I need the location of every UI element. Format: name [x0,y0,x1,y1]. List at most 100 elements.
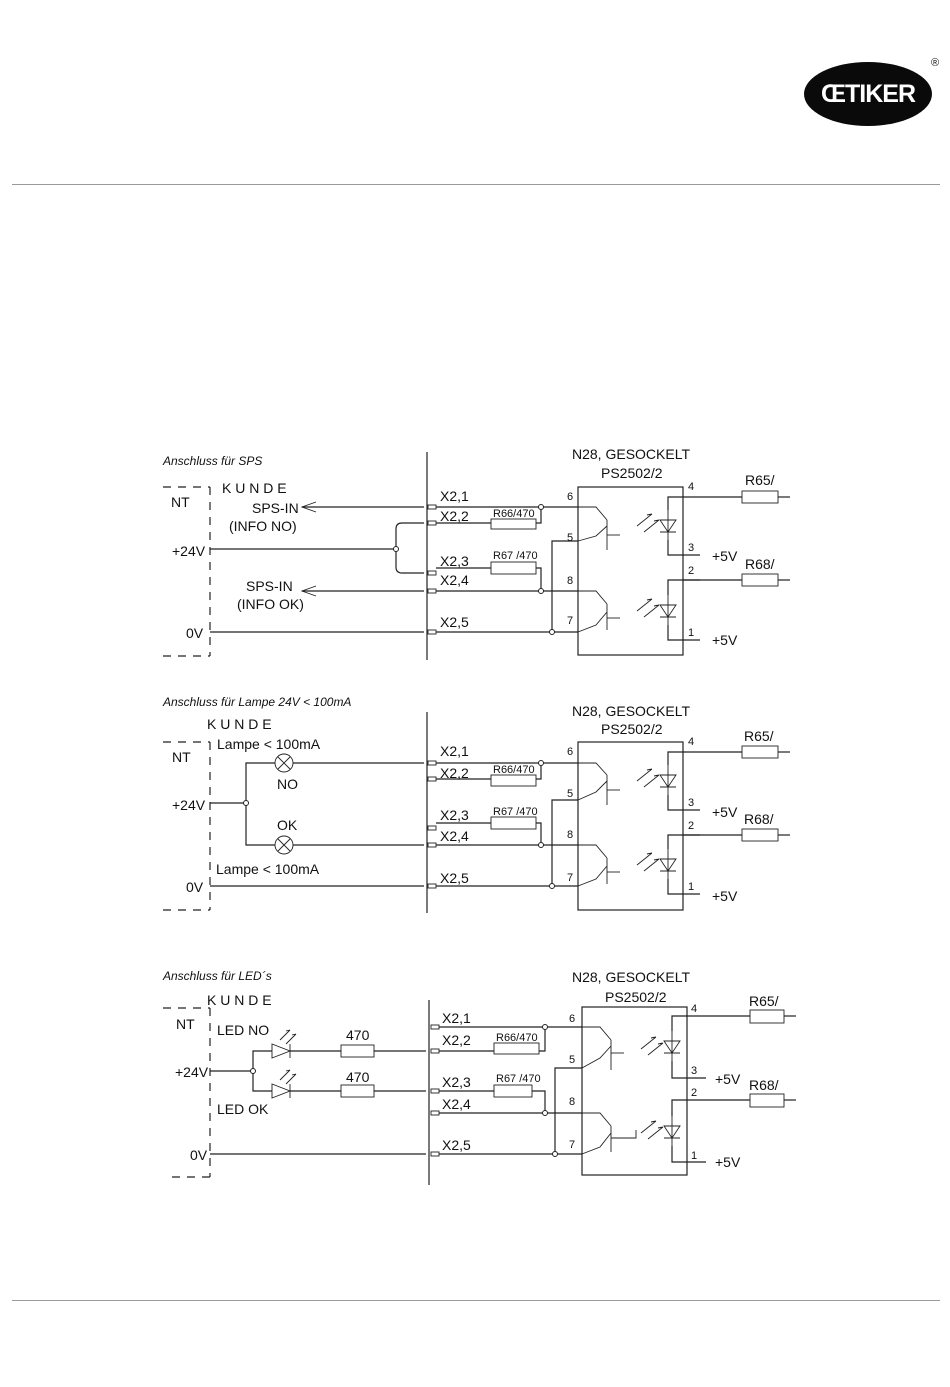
ic-part: PS2502/2 [601,465,663,481]
x22-label: X2,2 [440,508,469,524]
x21-label: X2,1 [440,743,469,759]
ic-name: N28, GESOCKELT [572,703,690,719]
pin4: 4 [691,1003,697,1015]
pin5: 5 [567,788,573,800]
x23-label: X2,3 [440,807,469,823]
lamp-ok-label: OK [277,817,298,833]
pin6: 6 [567,746,573,758]
r68-label: R68/ [744,811,774,827]
pin1: 1 [688,881,694,893]
plus5v-a: +5V [712,804,738,820]
led-ok-icon [271,1069,297,1099]
pin8: 8 [567,575,573,587]
plus5v-b: +5V [715,1154,741,1170]
x25-label: X2,5 [440,614,469,630]
pin8: 8 [569,1096,575,1108]
ic-part: PS2502/2 [605,989,667,1005]
pin6: 6 [569,1013,575,1025]
header-rule [12,184,940,185]
info-no-label: (INFO NO) [229,518,297,534]
pin3: 3 [688,542,694,554]
x25-label: X2,5 [440,870,469,886]
kunde-label: K U N D E [222,480,287,496]
x24-label: X2,4 [440,828,469,844]
plus5v-a: +5V [715,1071,741,1087]
pin7: 7 [569,1139,575,1151]
r65-label: R65/ [749,993,779,1009]
pin5: 5 [567,532,573,544]
plus5v-a: +5V [712,548,738,564]
r67-label: R67 /470 [493,806,538,818]
x24-label: X2,4 [440,572,469,588]
ic-name: N28, GESOCKELT [572,969,690,985]
registered-mark: ® [931,57,939,69]
led-no-label: LED NO [217,1022,269,1038]
r67-label: R67 /470 [496,1073,541,1085]
zero-v-label: 0V [186,625,204,641]
caption-led: Anschluss für LED´s [162,969,272,983]
x22-label: X2,2 [442,1032,471,1048]
oetiker-logo: ŒTIKER ® [804,57,939,126]
pin2: 2 [691,1087,697,1099]
info-ok-label: (INFO OK) [237,596,304,612]
pin1: 1 [688,627,694,639]
x24-label: X2,4 [442,1096,471,1112]
plus24v-label: +24V [172,797,206,813]
kunde-label: K U N D E [207,716,272,732]
pin7: 7 [567,615,573,627]
lamp-top-label: Lampe < 100mA [217,736,321,752]
r68-label: R68/ [745,556,775,572]
lamp-ok-icon [274,835,294,855]
lamp-no-label: NO [277,776,298,792]
sps-in-ok-label: SPS-IN [246,578,293,594]
led-no-icon [271,1029,297,1059]
plus5v-b: +5V [712,632,738,648]
plus5v-b: +5V [712,888,738,904]
x25-label: X2,5 [442,1137,471,1153]
nt-label: NT [171,494,190,510]
kunde-label: K U N D E [207,992,272,1008]
pin4: 4 [688,736,694,748]
plus24v-label: +24V [175,1064,209,1080]
r68-label: R68/ [749,1077,779,1093]
x21-label: X2,1 [442,1010,471,1026]
ic-name: N28, GESOCKELT [572,446,690,462]
led-ok-label: LED OK [217,1101,269,1117]
pin2: 2 [688,820,694,832]
pin7: 7 [567,872,573,884]
pin6: 6 [567,491,573,503]
r66-label: R66/470 [493,764,535,776]
pin8: 8 [567,829,573,841]
pin5: 5 [569,1054,575,1066]
diagram-lamp: Anschluss für Lampe 24V < 100mA K U N D … [162,695,790,913]
r65-label: R65/ [744,728,774,744]
led-r2-label: 470 [346,1069,370,1085]
r66-label: R66/470 [496,1032,538,1044]
caption-sps: Anschluss für SPS [162,454,262,468]
zero-v-label: 0V [186,879,204,895]
x21-label: X2,1 [440,488,469,504]
lamp-bottom-label: Lampe < 100mA [216,861,320,877]
r66-label: R66/470 [493,508,535,520]
diagram-sps: Anschluss für SPS K U N D E NT +24V 0V S… [162,446,790,660]
ic-part: PS2502/2 [601,721,663,737]
pin2: 2 [688,565,694,577]
zero-v-label: 0V [190,1147,208,1163]
diagram-led: Anschluss für LED´s K U N D E NT +24V 0V… [162,969,796,1185]
lamp-no-icon [274,753,294,773]
r65-label: R65/ [745,472,775,488]
x22-label: X2,2 [440,765,469,781]
sps-in-no-label: SPS-IN [252,500,299,516]
footer-rule [12,1300,940,1301]
plus24v-label: +24V [172,543,206,559]
pin3: 3 [688,797,694,809]
x23-label: X2,3 [442,1074,471,1090]
x23-label: X2,3 [440,553,469,569]
nt-label: NT [172,749,191,765]
pin4: 4 [688,481,694,493]
led-r1-label: 470 [346,1027,370,1043]
nt-label: NT [176,1016,195,1032]
logo-text: ŒTIKER [821,80,916,108]
r67-label: R67 /470 [493,550,538,562]
